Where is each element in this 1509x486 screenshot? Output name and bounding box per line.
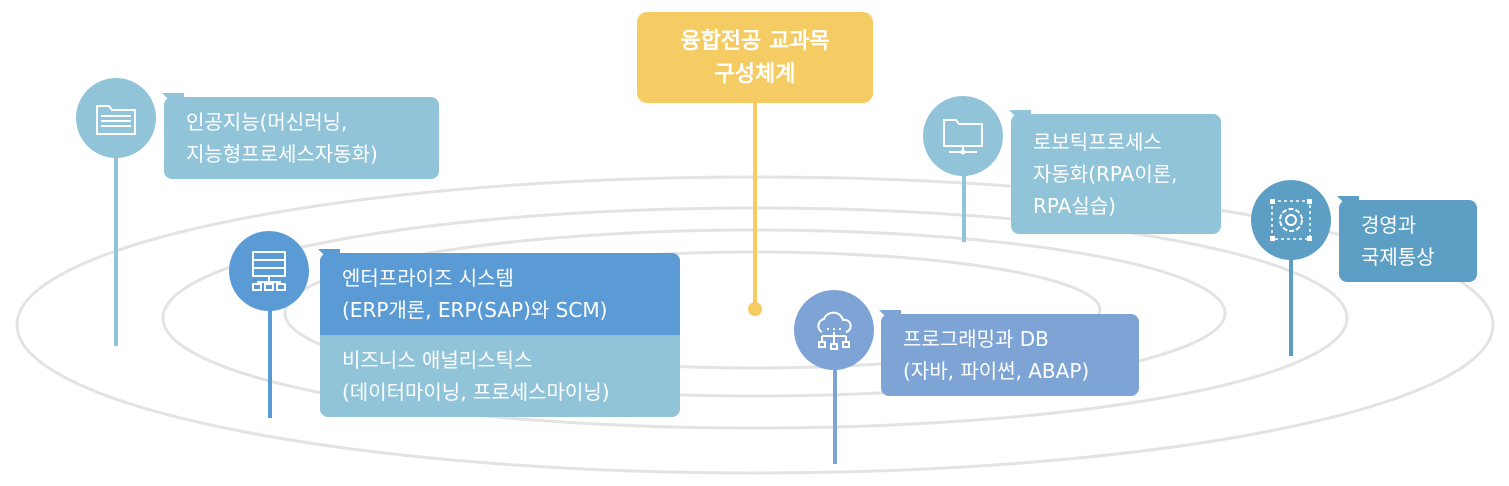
rpa-line-1: 로보틱프로세스 (1033, 130, 1162, 154)
erp-line-2: (ERP개론, ERP(SAP)와 SCM) (342, 298, 608, 322)
cloud-network-icon (817, 311, 852, 350)
prog-bubble: 프로그래밍과 DB (자바, 파이썬, ABAP) (881, 314, 1139, 396)
ai-line-1: 인공지능(머신러닝, (186, 110, 348, 134)
biz-line-1: 경영과 (1361, 213, 1417, 237)
rpa-bubble: 로보틱프로세스 자동화(RPA이론, RPA실습) (1011, 114, 1221, 234)
ai-line-2: 지능형프로세스자동화) (186, 142, 378, 166)
prog-node (794, 290, 874, 370)
biz-bubble: 경영과 국제통상 (1339, 200, 1477, 282)
erp-line-1: 엔터프라이즈 시스템 (342, 266, 514, 290)
ba-line-2: (데이터마이닝, 프로세스마이닝) (342, 380, 610, 404)
rpa-stem (962, 170, 966, 242)
folder-network-icon (943, 119, 983, 155)
title-line-2: 구성체계 (714, 61, 796, 87)
biz-line-2: 국제통상 (1361, 245, 1435, 269)
erp-node (229, 231, 309, 311)
prog-stem (833, 360, 837, 464)
title-line-1: 융합전공 교과목 (680, 28, 830, 54)
ai-node (76, 78, 156, 158)
rpa-node (923, 96, 1003, 176)
ai-stem (114, 150, 118, 346)
server-network-icon (252, 251, 286, 291)
title-box: 융합전공 교과목 구성체계 (637, 12, 873, 103)
rpa-line-2: 자동화(RPA이론, (1033, 162, 1178, 186)
erp-bubble: 엔터프라이즈 시스템 (ERP개론, ERP(SAP)와 SCM) (320, 253, 680, 335)
biz-stem (1289, 250, 1293, 356)
prog-line-1: 프로그래밍과 DB (903, 327, 1049, 351)
ba-bubble: 비즈니스 애널리스틱스 (데이터마이닝, 프로세스마이닝) (320, 335, 680, 417)
center-dot (748, 302, 762, 316)
ai-bubble: 인공지능(머신러닝, 지능형프로세스자동화) (164, 97, 439, 179)
biz-node (1251, 180, 1331, 260)
gear-vector-icon (1270, 199, 1312, 241)
folder-icon (96, 105, 136, 135)
ba-line-1: 비즈니스 애널리스틱스 (342, 348, 533, 372)
rpa-line-3: RPA실습) (1033, 194, 1116, 218)
erp-stem (268, 300, 272, 418)
prog-line-2: (자바, 파이썬, ABAP) (903, 359, 1090, 383)
